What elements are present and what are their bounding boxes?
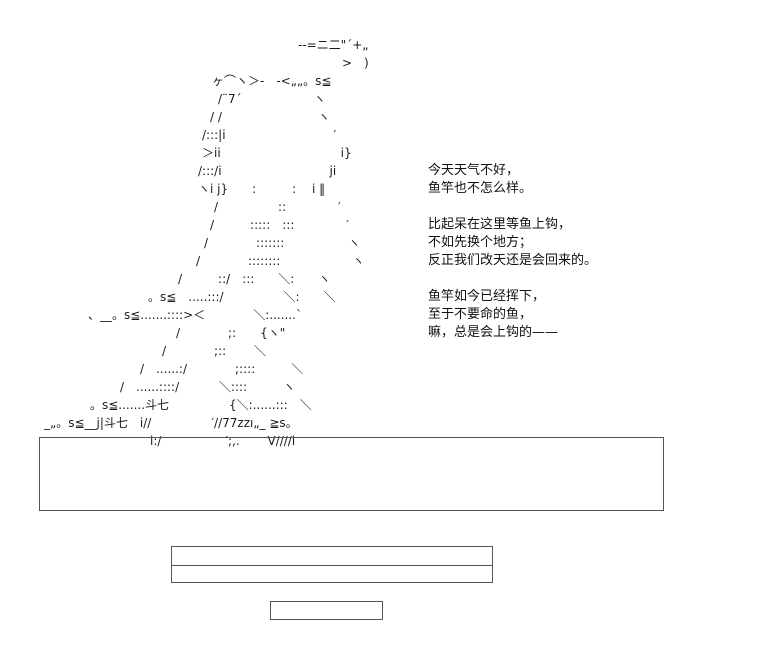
medium-frame-divider [172, 565, 492, 566]
caption-line: 鱼竿也不怎么样。 [428, 181, 533, 196]
caption-line: 反正我们改天还是会回来的。 [428, 253, 598, 268]
caption-line: 嘛，总是会上钩的—— [428, 325, 559, 340]
caption-line: 至于不要命的鱼， [428, 307, 533, 322]
art-line: 。s≦ .....:::/ ＼: ＼ [148, 290, 336, 304]
art-line: / ::/ ::: ＼: ヽ [178, 272, 331, 286]
caption-line: 鱼竿如今已经挥下， [428, 289, 546, 304]
small-frame [270, 601, 383, 620]
caption-line: 今天天气不好， [428, 163, 520, 178]
art-line: / / ヽ [210, 110, 330, 124]
art-line: ヶ⌒ヽ＞- -<„„。s≦ [212, 74, 332, 88]
art-line: / ::::: ::: ′ [210, 218, 349, 232]
art-line: / :::::::: ヽ [196, 254, 365, 268]
art-line: ＞ii i} [202, 146, 352, 160]
art-line: --=ニ二"´+„ [298, 38, 369, 52]
large-frame [39, 437, 664, 511]
art-line: 、__。s≦.......::::>＜ ＼:.......` [88, 308, 302, 322]
art-line: _„。s≦__j|斗七 i// ′//77zzı„_ ≧s。 [44, 416, 298, 430]
art-line: 。s≦.......斗七 {＼:......::: ＼ [90, 398, 312, 412]
art-line: / ;: {ヽ" [176, 326, 286, 340]
art-line: / ;:: ＼ [162, 344, 266, 358]
art-line: > ) [342, 56, 369, 70]
art-line: /:::/i ji [198, 164, 337, 178]
medium-frame [171, 546, 493, 583]
art-line: / ......::::/ ＼:::: ヽ [120, 380, 296, 394]
art-line: ヽi j} : : i ‖ [198, 182, 326, 196]
caption-line: 不如先换个地方； [428, 235, 533, 250]
art-line: / ......:/ ;:::: ＼ [140, 362, 304, 376]
art-line: / :: ′ [214, 200, 341, 214]
art-line: /¨7´ ヽ [218, 92, 326, 106]
art-line: / ::::::: ヽ [204, 236, 361, 250]
art-line: /:::|i ′ [202, 128, 337, 142]
caption-line: 比起呆在这里等鱼上钩， [428, 217, 572, 232]
